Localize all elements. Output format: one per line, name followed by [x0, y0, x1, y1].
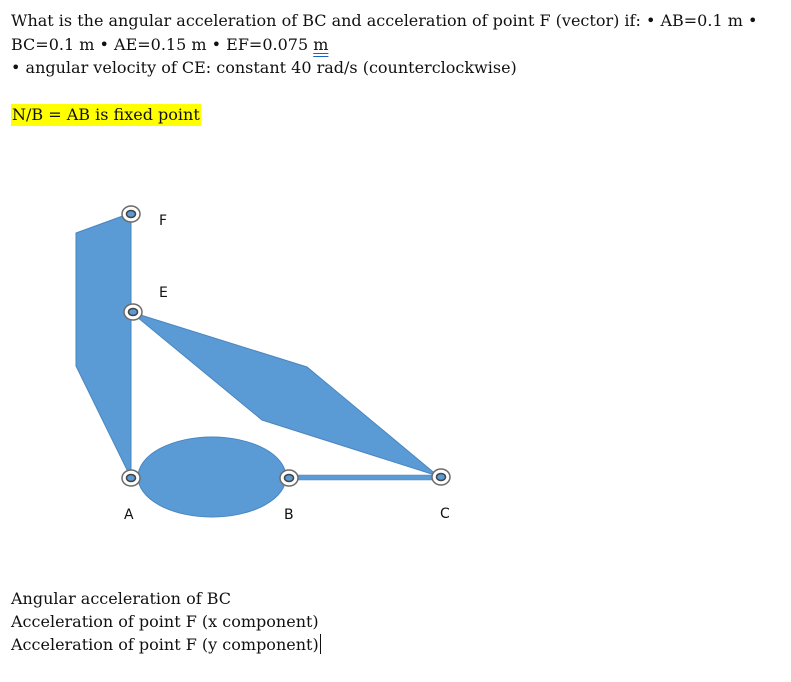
pin-a	[121, 469, 141, 487]
answer-label-bc: Angular acceleration of BC	[11, 589, 232, 608]
label-b: B	[284, 507, 294, 523]
label-c: C	[440, 506, 450, 522]
answer-label-fy-text: Acceleration of point F (y component)	[11, 635, 319, 654]
pin-b	[279, 469, 299, 487]
pin-e	[123, 303, 143, 321]
fixed-point-note: N/B = AB is fixed point	[11, 104, 201, 126]
answer-label-fx: Acceleration of point F (x component)	[11, 612, 319, 631]
label-e: E	[159, 285, 168, 301]
question-line-2-text: BC=0.1 m • AE=0.15 m • EF=0.075	[11, 35, 314, 54]
disk-ab	[137, 436, 287, 518]
label-f: F	[159, 213, 167, 229]
pin-f	[121, 205, 141, 223]
question-line-3: • angular velocity of CE: constant 40 ra…	[11, 58, 517, 77]
question-line-1: What is the angular acceleration of BC a…	[11, 11, 758, 30]
label-a: A	[124, 507, 134, 523]
question-line-2: BC=0.1 m • AE=0.15 m • EF=0.075 m	[11, 34, 328, 56]
pin-c	[431, 468, 451, 486]
link-aef	[75, 212, 132, 479]
answer-label-fy[interactable]: Acceleration of point F (y component)	[11, 634, 321, 656]
link-bc	[288, 474, 439, 481]
text-cursor	[319, 634, 321, 654]
question-line-2-unit: m	[313, 35, 329, 54]
